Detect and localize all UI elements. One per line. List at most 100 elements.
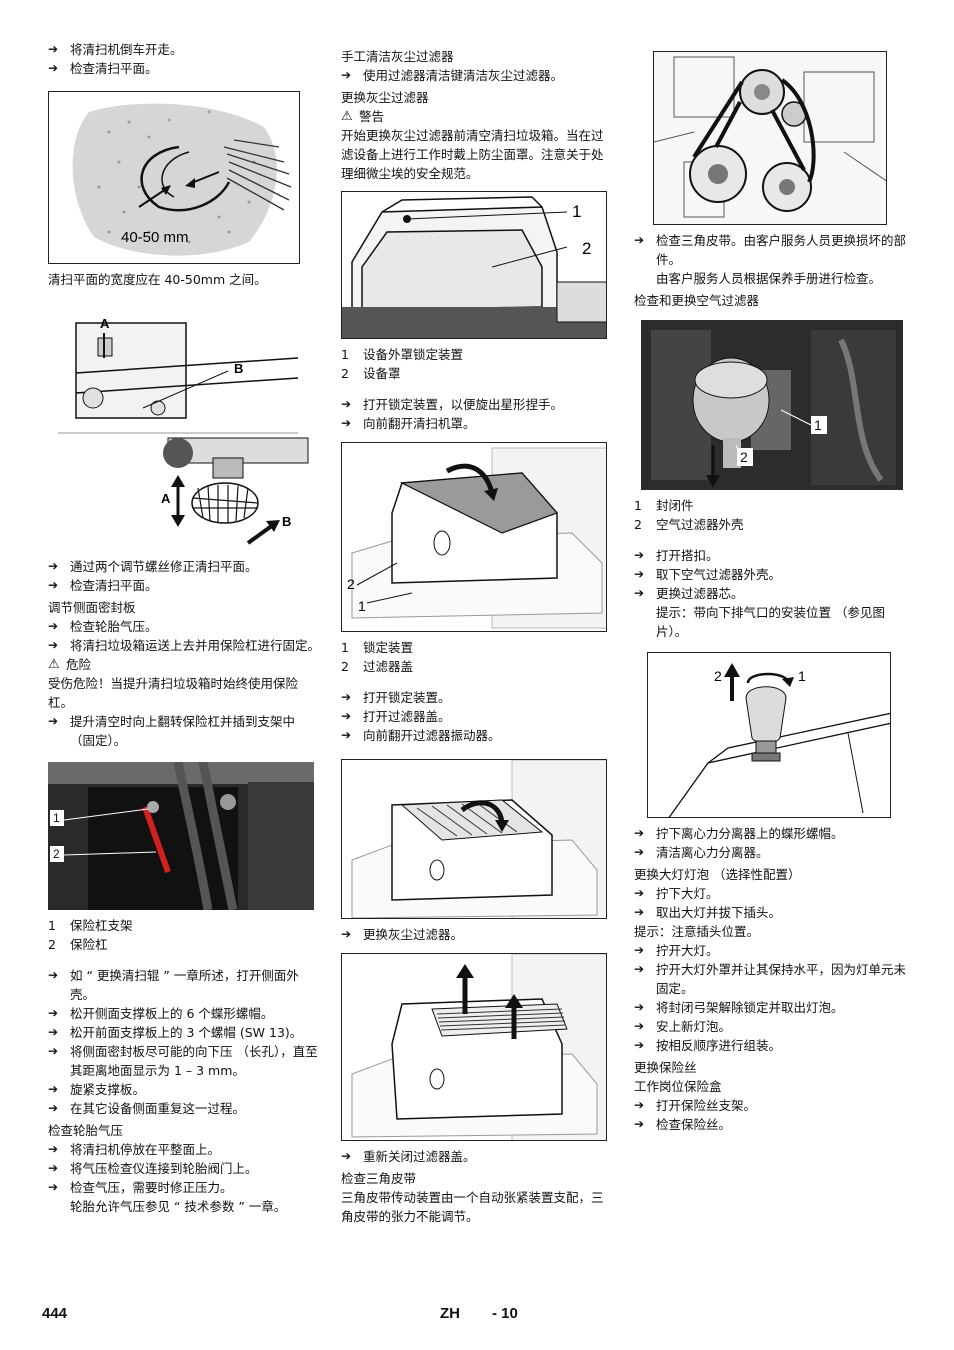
arrow-right-icon: ➔ xyxy=(634,1117,645,1131)
figure-sweep-plane: 40-50 mm xyxy=(48,91,300,264)
arrow-right-icon: ➔ xyxy=(48,42,59,56)
callout-2: 2 xyxy=(347,576,355,592)
step: ➔拧下大灯。 xyxy=(634,886,719,901)
arrow-right-icon: ➔ xyxy=(341,927,352,941)
section-heading: 调节侧面密封板 xyxy=(48,600,136,615)
arrow-right-icon: ➔ xyxy=(634,826,645,840)
callout-b: B xyxy=(234,361,243,376)
step: ➔重新关闭过滤器盖。 xyxy=(341,1149,476,1164)
section-heading: 手工清洁灰尘过滤器 xyxy=(341,49,454,64)
step: ➔使用过滤器清洁键清洁灰尘过滤器。 xyxy=(341,68,564,83)
callout-a: A xyxy=(161,491,171,506)
section-heading: 更换灰尘过滤器 xyxy=(341,90,429,105)
arrow-right-icon: ➔ xyxy=(634,586,645,600)
step: ➔如 “ 更换清扫辊 ” 一章所述，打开侧面外壳。 xyxy=(48,968,299,1002)
paragraph: 轮胎允许气压参见 “ 技术参数 ” 一章。 xyxy=(70,1199,287,1214)
step: ➔检查三角皮带。由客户服务人员更换损坏的部件。 xyxy=(634,233,907,267)
step: ➔将清扫垃圾箱运送上去并用保险杠进行固定。 xyxy=(48,638,321,653)
note: 提示：注意插头位置。 xyxy=(634,924,760,939)
figure-air-filter: 1 2 xyxy=(641,320,903,490)
section-page: - 10 xyxy=(492,1305,518,1322)
step: ➔将侧面密封板尽可能的向下压 （长孔），直至其距离地面显示为 1 – 3 mm。 xyxy=(48,1044,318,1078)
step: ➔检查轮胎气压。 xyxy=(48,619,158,634)
arrow-right-icon: ➔ xyxy=(341,709,352,723)
step: ➔向前翻开过滤器振动器。 xyxy=(341,728,501,743)
sub-heading: 工作岗位保险盒 xyxy=(634,1079,722,1094)
arrow-right-icon: ➔ xyxy=(634,1098,645,1112)
arrow-right-icon: ➔ xyxy=(48,1161,59,1175)
warning-triangle-icon: ⚠ xyxy=(341,109,353,124)
arrow-right-icon: ➔ xyxy=(634,943,645,957)
step: ➔拧开大灯外罩并让其保持水平，因为灯单元未固定。 xyxy=(634,962,907,996)
step: ➔向前翻开清扫机罩。 xyxy=(341,416,476,431)
step: ➔更换过滤器芯。 xyxy=(634,586,744,601)
callout-1: 1 xyxy=(572,202,581,221)
danger-text: 受伤危险！当提升清扫垃圾箱时始终使用保险杠。 xyxy=(48,676,299,710)
column-middle: 手工清洁灰尘过滤器 ➔使用过滤器清洁键清洁灰尘过滤器。 更换灰尘过滤器 ⚠警告 … xyxy=(341,47,611,1226)
step: ➔松开前面支撑板上的 3 个螺帽 (SW 13)。 xyxy=(48,1025,303,1040)
step: ➔在其它设备侧面重复这一过程。 xyxy=(48,1101,246,1116)
dimension-label: 40-50 mm xyxy=(121,229,189,246)
callout-2: 2 xyxy=(740,449,748,465)
step: ➔安上新灯泡。 xyxy=(634,1019,732,1034)
figure-cover-lock: 1 2 xyxy=(341,191,607,339)
step: ➔打开保险丝支架。 xyxy=(634,1098,757,1113)
arrow-right-icon: ➔ xyxy=(48,1044,59,1058)
arrow-right-icon: ➔ xyxy=(48,714,59,728)
arrow-right-icon: ➔ xyxy=(634,962,645,976)
arrow-right-icon: ➔ xyxy=(634,886,645,900)
callout-1: 1 xyxy=(798,668,806,684)
figure-filter-cover: 2 1 xyxy=(341,442,607,632)
arrow-right-icon: ➔ xyxy=(48,1006,59,1020)
figure-separator-nut: 2 1 xyxy=(647,652,891,818)
step: ➔打开搭扣。 xyxy=(634,548,719,563)
callout-a: A xyxy=(100,316,110,331)
warning-notice: ⚠警告 xyxy=(341,109,385,124)
arrow-right-icon: ➔ xyxy=(341,728,352,742)
warning-text: 开始更换灰尘过滤器前清空清扫垃圾箱。当在过滤设备上进行工作时戴上防尘面罩。注意关… xyxy=(341,128,604,181)
figure-adjust-screws: A B A B xyxy=(48,303,310,551)
arrow-right-icon: ➔ xyxy=(48,1025,59,1039)
step: ➔拧下离心力分离器上的蝶形螺帽。 xyxy=(634,826,844,841)
step: ➔将清扫机停放在平整面上。 xyxy=(48,1142,221,1157)
figure-filter-replace xyxy=(341,953,607,1141)
callout-b: B xyxy=(282,514,291,529)
callout-1: 1 xyxy=(53,811,60,825)
column-left: ➔将清扫机倒车开走。 ➔检查清扫平面。 40-50 mm 清扫平面的宽度应在 4… xyxy=(48,40,322,1216)
arrow-right-icon: ➔ xyxy=(341,416,352,430)
arrow-right-icon: ➔ xyxy=(634,233,645,247)
figure-v-belt xyxy=(653,51,887,225)
arrow-right-icon: ➔ xyxy=(48,638,59,652)
section-heading: 检查三角皮带 xyxy=(341,1171,417,1186)
step: ➔松开侧面支撑板上的 6 个蝶形螺帽。 xyxy=(48,1006,274,1021)
callout-1: 1 xyxy=(814,417,822,433)
arrow-right-icon: ➔ xyxy=(634,1038,645,1052)
arrow-right-icon: ➔ xyxy=(341,397,352,411)
language-code: ZH xyxy=(440,1305,460,1322)
step: ➔拧开大灯。 xyxy=(634,943,719,958)
step: ➔通过两个调节螺丝修正清扫平面。 xyxy=(48,559,258,574)
arrow-right-icon: ➔ xyxy=(48,1142,59,1156)
paragraph: 提示：带向下排气口的安装位置 （参见图片）。 xyxy=(656,605,885,639)
step: ➔取出大灯并拔下插头。 xyxy=(634,905,782,920)
callout-2: 2 xyxy=(714,668,722,684)
step: ➔检查清扫平面。 xyxy=(48,578,158,593)
section-heading: 更换保险丝 xyxy=(634,1060,697,1075)
arrow-right-icon: ➔ xyxy=(48,1082,59,1096)
callout-1: 1 xyxy=(358,598,366,614)
step: ➔旋紧支撑板。 xyxy=(48,1082,146,1097)
step: ➔将封闭弓架解除锁定并取出灯泡。 xyxy=(634,1000,844,1015)
page-number: 444 xyxy=(42,1305,68,1322)
danger-notice: ⚠危险 xyxy=(48,657,92,672)
warning-triangle-icon: ⚠ xyxy=(48,657,60,672)
arrow-right-icon: ➔ xyxy=(341,68,352,82)
arrow-right-icon: ➔ xyxy=(634,845,645,859)
arrow-right-icon: ➔ xyxy=(48,1101,59,1115)
arrow-right-icon: ➔ xyxy=(48,61,59,75)
arrow-right-icon: ➔ xyxy=(48,968,59,982)
